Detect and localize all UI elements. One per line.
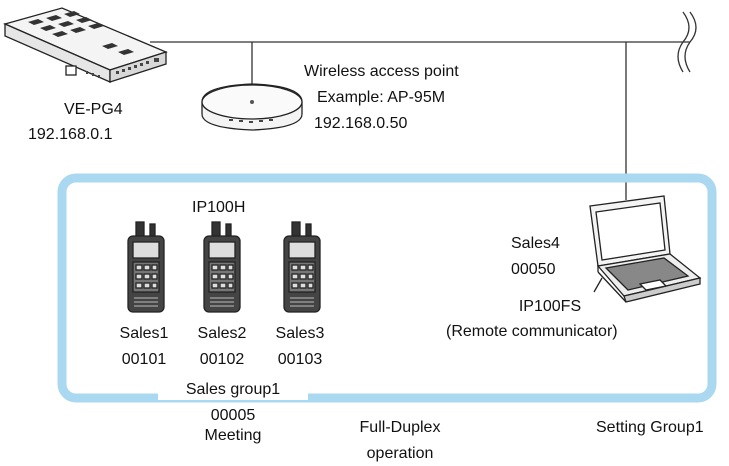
- duplex-line-1: Full-Duplex: [359, 419, 441, 436]
- laptop-icon: [589, 195, 702, 303]
- radio-1-name: Sales1: [119, 325, 169, 342]
- remote-model: IP100FS: [518, 298, 582, 315]
- line-break-icon: [677, 11, 697, 73]
- radio-icon-3: [283, 221, 321, 313]
- remote-id: 00050: [511, 261, 556, 278]
- radio-2-name: Sales2: [197, 325, 247, 342]
- access-point-example: Example: AP-95M: [317, 89, 446, 106]
- group-name: Sales group1: [158, 380, 308, 400]
- duplex-line-2: operation: [366, 445, 434, 462]
- radio-2-id: 00102: [199, 351, 245, 368]
- access-point-ip: 192.168.0.50: [314, 115, 408, 132]
- gateway-model: VE-PG4: [64, 101, 123, 118]
- access-point-icon: [201, 83, 303, 131]
- remote-name: Sales4: [511, 235, 560, 252]
- setting-group-boundary: [57, 173, 717, 403]
- group-mode: Meeting: [204, 427, 262, 444]
- ve-pg4-device-icon: [3, 7, 168, 83]
- radio-1-id: 00101: [121, 351, 167, 368]
- radio-3-name: Sales3: [275, 325, 325, 342]
- radio-3-id: 00103: [277, 351, 323, 368]
- setting-group-label: Setting Group1: [596, 419, 704, 436]
- access-point-title: Wireless access point: [304, 63, 459, 80]
- radio-icon-1: [127, 221, 165, 313]
- remote-description: (Remote communicator): [446, 323, 618, 340]
- radio-model-label: IP100H: [192, 199, 246, 216]
- gateway-ip: 192.168.0.1: [28, 126, 113, 143]
- radio-icon-2: [203, 221, 241, 313]
- group-id: 00005: [210, 407, 256, 424]
